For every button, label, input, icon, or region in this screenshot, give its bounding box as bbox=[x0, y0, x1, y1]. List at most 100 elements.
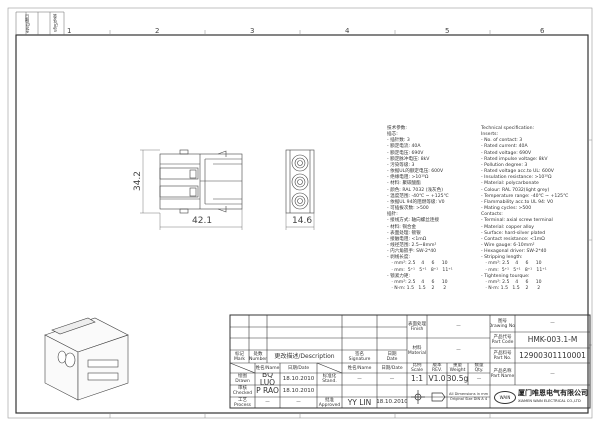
process-date: — bbox=[296, 400, 301, 405]
spec-line: - 可插拔次数: >500 bbox=[387, 206, 429, 212]
material-value: — bbox=[456, 348, 461, 353]
mark-header: 标记 Mark bbox=[233, 351, 246, 362]
spec-line: - 接线方式: 轴向螺丝连接 bbox=[387, 218, 440, 224]
spec-line: - Hexagonal driver: SW-2*40 bbox=[481, 249, 547, 255]
standard-date: — bbox=[389, 376, 395, 382]
spec-line: - Rated voltage acc.to UL: 600V bbox=[481, 169, 554, 175]
scale-value: 1:1 bbox=[410, 374, 424, 383]
name-header-2: 姓名/Name bbox=[347, 365, 372, 371]
date-col-header-2: 日期/Date bbox=[381, 365, 403, 371]
dimension-width: 14.6 bbox=[292, 216, 313, 226]
part-name-value: — bbox=[550, 371, 555, 377]
spec-line: - 温度范围: -40℃ ~ +125℃ bbox=[387, 193, 449, 199]
spec-line: - Pollution degree: 3 bbox=[481, 162, 528, 168]
spec-line: Contacts: bbox=[481, 212, 503, 218]
checked-label: 审核 Checked bbox=[232, 386, 253, 396]
spec-line: · mm: 5⁺¹ 5⁺¹ 8⁺¹ 11⁺¹ bbox=[481, 267, 547, 273]
signature-header: 签名 Signature bbox=[348, 351, 371, 362]
spec-line: - No. of contact: 3 bbox=[481, 138, 523, 144]
scale-label: 比例 Scale bbox=[410, 363, 424, 373]
part-code-value: HMK-003.1-M bbox=[527, 335, 578, 344]
spec-line: - Contact resistance: <1mΩ bbox=[481, 236, 545, 242]
qty-label: 数量 Qty. bbox=[474, 363, 484, 373]
spec-chinese: 技术参数:插芯:- 插针数: 3- 额定电流: 40A- 额定电压: 690V-… bbox=[387, 126, 453, 292]
spec-line: - 材料: 铜合金 bbox=[387, 224, 417, 230]
date-header: 日期 Date bbox=[386, 351, 398, 362]
zone-3: 3 bbox=[250, 27, 255, 35]
name-header: 姓名/Name bbox=[255, 365, 280, 371]
spec-line: · N·m: 1.5 1.5 2 2 bbox=[481, 286, 541, 292]
spec-line: 插针: bbox=[387, 212, 398, 218]
spec-line: · N·m: 1.5 1.5 2 2 bbox=[387, 286, 447, 292]
company-name-cn: 厦门唯恩电气有限公司 bbox=[518, 389, 588, 397]
spec-line: 插芯: bbox=[387, 132, 398, 138]
spec-line: - 剥线长度: bbox=[387, 255, 411, 261]
part-name-label: 产品名称 Part Name bbox=[490, 369, 515, 379]
spec-line: · mm²: 2.5 4 6 10 bbox=[481, 279, 542, 285]
material-label: 材料 Material bbox=[407, 345, 427, 356]
date-col-header: 日期/Date bbox=[287, 365, 310, 371]
spec-line: - 绝缘电阻: >10¹⁰Ω bbox=[387, 175, 429, 181]
spec-line: - Tightening tourque: bbox=[481, 273, 530, 279]
weight-value: 30.5g bbox=[447, 374, 468, 383]
spec-line: - 额定电压: 690V bbox=[387, 150, 424, 156]
spec-english: Technical specification:Inserts:- No. of… bbox=[481, 126, 568, 292]
spec-line: - 颜色: RAL 7032 (浅灰色) bbox=[387, 187, 443, 193]
spec-line: - Stripping length: bbox=[481, 255, 523, 261]
spec-line: · mm²: 2.5 4 6 10 bbox=[387, 261, 448, 267]
dimension-length: 42.1 bbox=[192, 216, 213, 226]
zone-5: 5 bbox=[445, 27, 450, 35]
spec-line: · mm²: 2.5 4 6 10 bbox=[387, 279, 448, 285]
front-view bbox=[285, 149, 315, 214]
spec-line: - Rated impulse voltage: 8kV bbox=[481, 156, 548, 162]
spec-line: Technical specification: bbox=[481, 126, 535, 131]
spec-line: - Material: copper alloy bbox=[481, 224, 535, 230]
company-logo: WAIN bbox=[494, 391, 516, 404]
number-header: 处数 Number bbox=[249, 351, 267, 362]
zone-6: 6 bbox=[540, 27, 545, 35]
finish-label: 表面处理 Finish bbox=[408, 321, 426, 332]
drawing-no-label: 图号 Drawing No. bbox=[490, 318, 515, 329]
part-code-label: 产品代号 Part Code bbox=[491, 335, 514, 345]
spec-line: - 线径范围: 2.5~8mm² bbox=[387, 242, 437, 248]
process-label: 工艺 Process bbox=[233, 397, 252, 408]
spec-line: - Terminal: axial screw terminal bbox=[481, 218, 553, 224]
side-strip-date: 日期/Date bbox=[25, 14, 30, 33]
checked-name: P RAO bbox=[256, 386, 279, 395]
rev-value: V1.0 bbox=[428, 374, 446, 383]
spec-line: - Rated current: 40A bbox=[481, 144, 528, 150]
spec-line: - 内六角扳手: SW-2*40 bbox=[387, 249, 437, 255]
checked-date: 18.10.2010 bbox=[282, 387, 315, 394]
description-header: 更改描述/Description bbox=[274, 353, 335, 360]
side-strip-sign: 签名/Sign bbox=[53, 14, 58, 33]
drawn-name: BQ LUO bbox=[259, 373, 276, 385]
isometric-view bbox=[44, 317, 129, 401]
spec-line: - 额定脉冲电压: 8kV bbox=[387, 156, 430, 162]
dimension-height: 34.2 bbox=[133, 170, 144, 192]
drawing-no-value: — bbox=[550, 321, 555, 326]
spec-line: - Surface: hard-silver plated bbox=[481, 230, 546, 236]
zone-4: 4 bbox=[345, 27, 350, 35]
spec-line: - 材料: 聚碳酸酯 bbox=[387, 181, 421, 187]
rev-label: 版本 REV. bbox=[432, 363, 442, 373]
spec-line: - 额定电流: 40A bbox=[387, 144, 421, 150]
spec-line: - Temperature range: -40℃ ~ +125℃ bbox=[481, 193, 569, 199]
process-name: — bbox=[265, 400, 270, 405]
spec-line: - 依据UL 94的阻燃等级: V0 bbox=[387, 199, 445, 205]
spec-line: - Wire gauge: 6-10mm² bbox=[481, 242, 535, 248]
drawn-date: 18.10.2010 bbox=[282, 375, 315, 382]
spec-line: - 插针数: 3 bbox=[387, 138, 410, 144]
spec-line: - 接触电阻: <1mΩ bbox=[387, 236, 427, 242]
part-no-value: 12900301110001 bbox=[519, 350, 586, 360]
spec-line: - Colour: RAL 7032(light grey) bbox=[481, 187, 550, 193]
approved-date: 18.10.2010 bbox=[377, 399, 407, 405]
spec-line: 技术参数: bbox=[387, 126, 407, 131]
finish-value: — bbox=[456, 324, 461, 329]
drawn-label: 绘图 Drawn bbox=[235, 374, 250, 384]
spec-line: - Material: polycarbonate bbox=[481, 181, 539, 187]
dimensions-note: All Dimensions in mm Original Size DIN A… bbox=[449, 391, 489, 401]
title-block-grid bbox=[229, 314, 591, 409]
spec-line: · mm²: 2.5 4 6 10 bbox=[481, 261, 542, 267]
part-no-label: 产品料号 Part No. bbox=[493, 350, 512, 361]
